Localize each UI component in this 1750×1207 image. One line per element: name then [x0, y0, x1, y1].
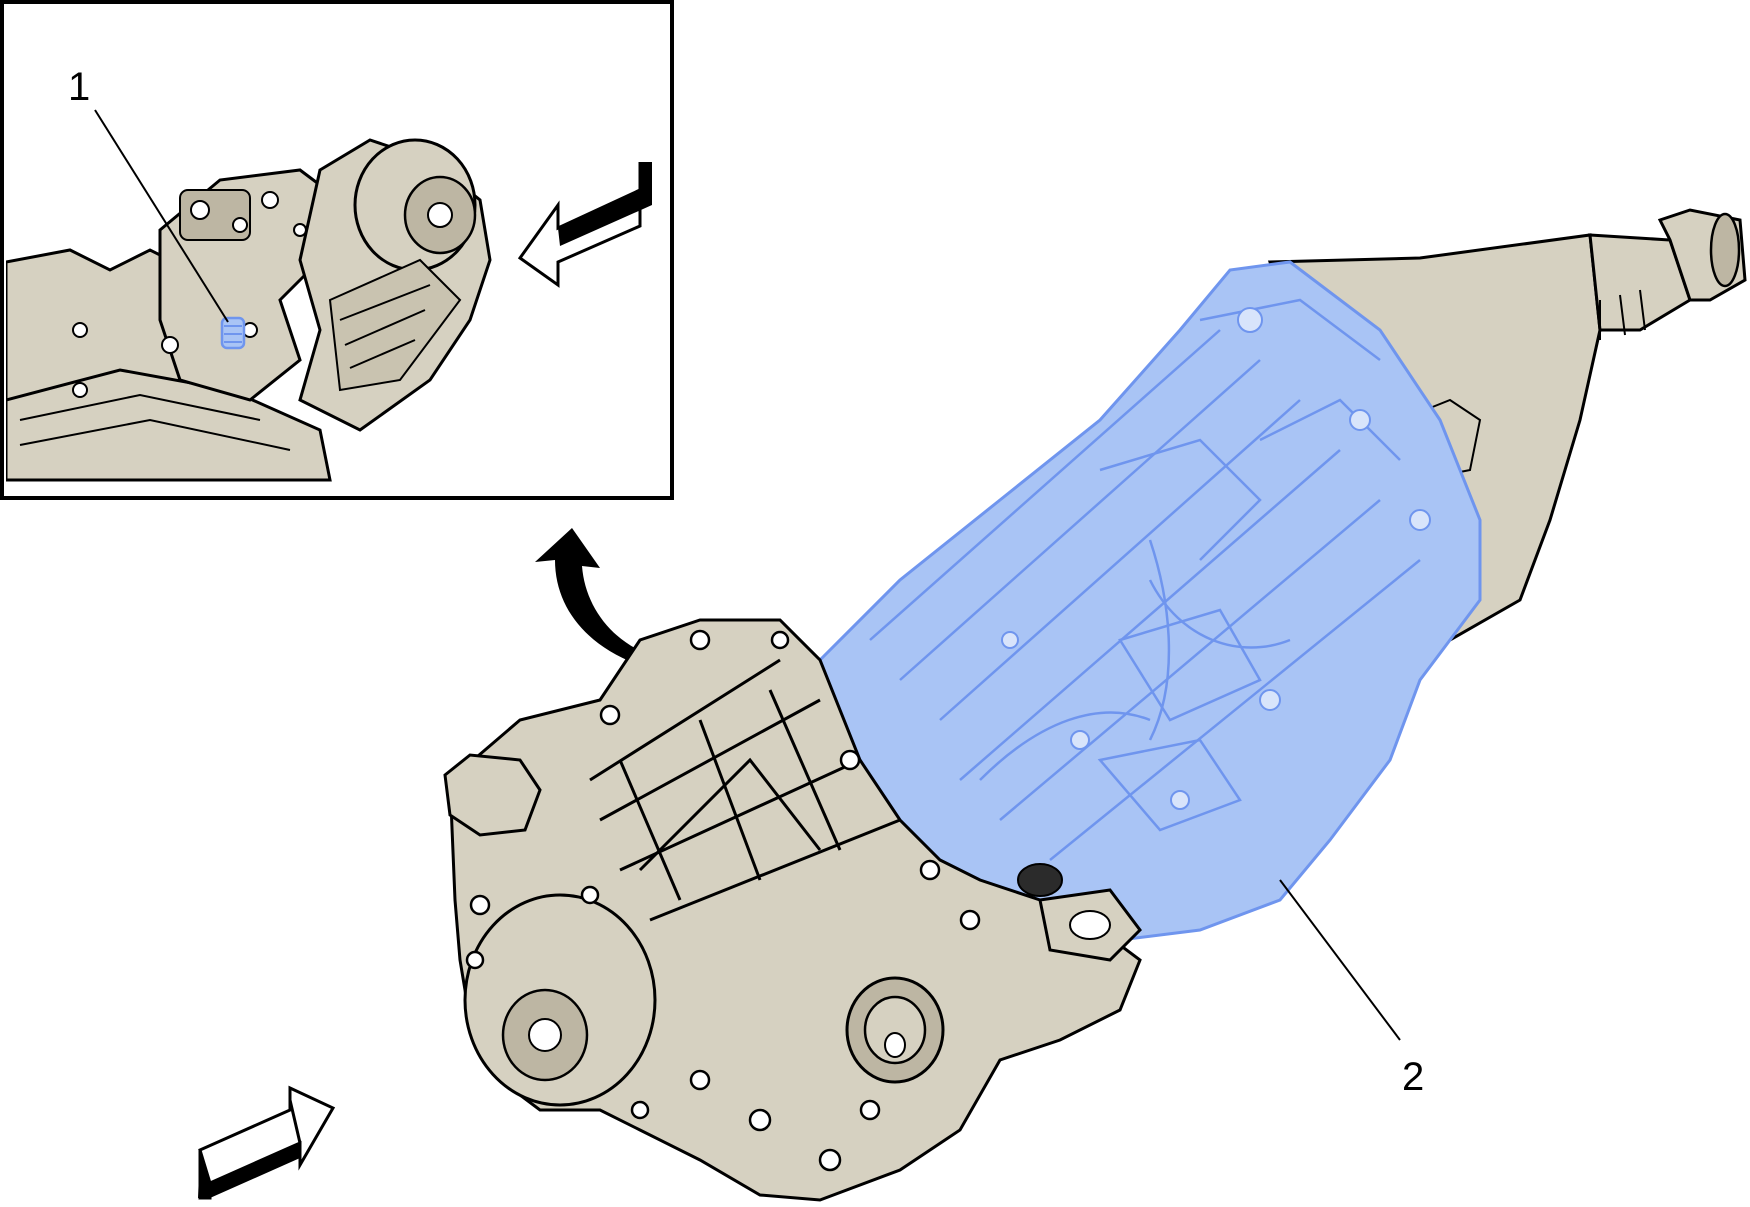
view-direction-arrow-inset	[517, 162, 652, 288]
leader-line-2	[1279, 879, 1401, 1041]
leader-line-1	[94, 109, 229, 323]
view-direction-arrow-main	[198, 1085, 336, 1200]
inset-detail-view: 1	[0, 0, 674, 500]
transmission-assembly	[443, 208, 1747, 1202]
inset-highlighted-part	[220, 316, 246, 350]
shift-motor	[443, 753, 542, 837]
rotate-arrow	[535, 528, 650, 668]
inset-pan	[6, 368, 332, 482]
callout-2: 2	[1402, 1055, 1424, 1099]
callout-1: 1	[68, 65, 90, 109]
